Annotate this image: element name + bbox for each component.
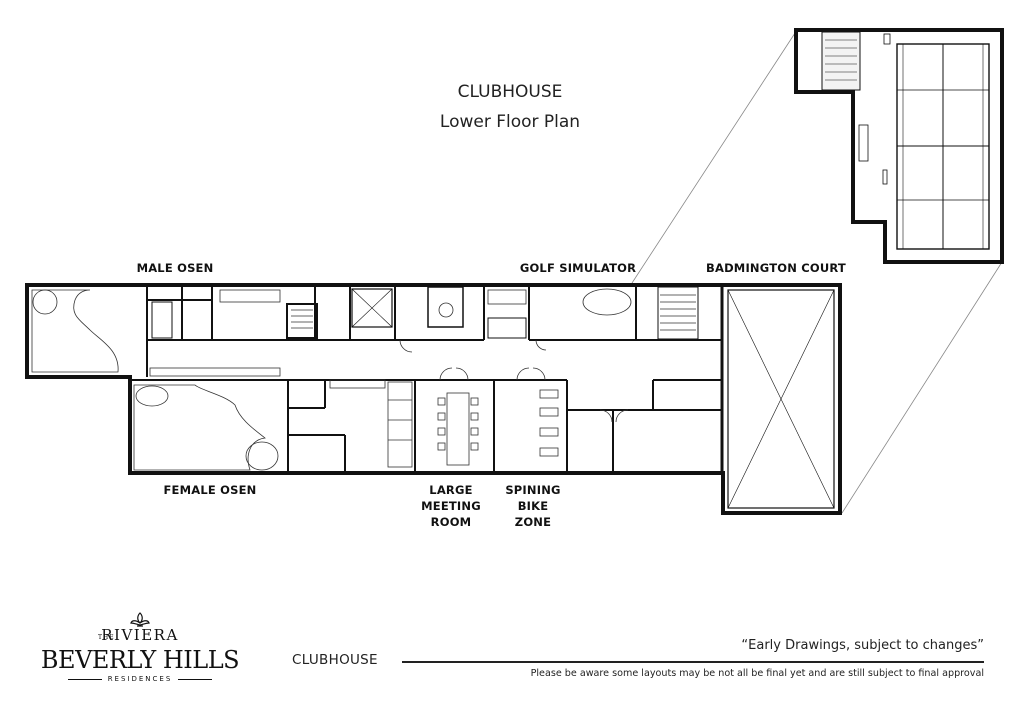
- zoom-line-right: [841, 261, 1003, 514]
- footer-disclaimer-quote: “Early Drawings, subject to changes”: [741, 638, 984, 653]
- logo-the: THE: [98, 634, 115, 641]
- logo-residences: RESIDENCES: [107, 675, 173, 683]
- label-female-osen: FEMALE OSEN: [163, 483, 257, 497]
- page-subtitle: Lower Floor Plan: [439, 112, 581, 132]
- floor-outline: [25, 283, 842, 515]
- label-male-osen: MALE OSEN: [136, 261, 214, 275]
- label-golf-simulator: GOLF SIMULATOR: [519, 261, 637, 275]
- label-large-meeting-room: LARGE MEETING ROOM: [421, 483, 481, 529]
- logo-rule-right: [178, 679, 212, 680]
- footer-divider: [402, 661, 984, 663]
- footer-disclaimer-note: Please be aware some layouts may be not …: [530, 668, 984, 679]
- logo-rule-left: [68, 679, 102, 680]
- fixtures: [31, 288, 696, 471]
- label-badmington-court: BADMINGTON COURT: [706, 261, 846, 275]
- zoom-line-left: [631, 29, 798, 284]
- logo-brand: BEVERLY HILLS: [40, 646, 240, 674]
- detail-inset: [794, 28, 1004, 264]
- label-spining-bike-zone: SPINING BIKE ZONE: [505, 483, 561, 529]
- footer-title: CLUBHOUSE: [292, 652, 378, 668]
- logo-riviera: RIVIERA: [101, 626, 179, 644]
- page-title: CLUBHOUSE: [457, 82, 563, 102]
- fleur-de-lis-icon: [130, 612, 150, 627]
